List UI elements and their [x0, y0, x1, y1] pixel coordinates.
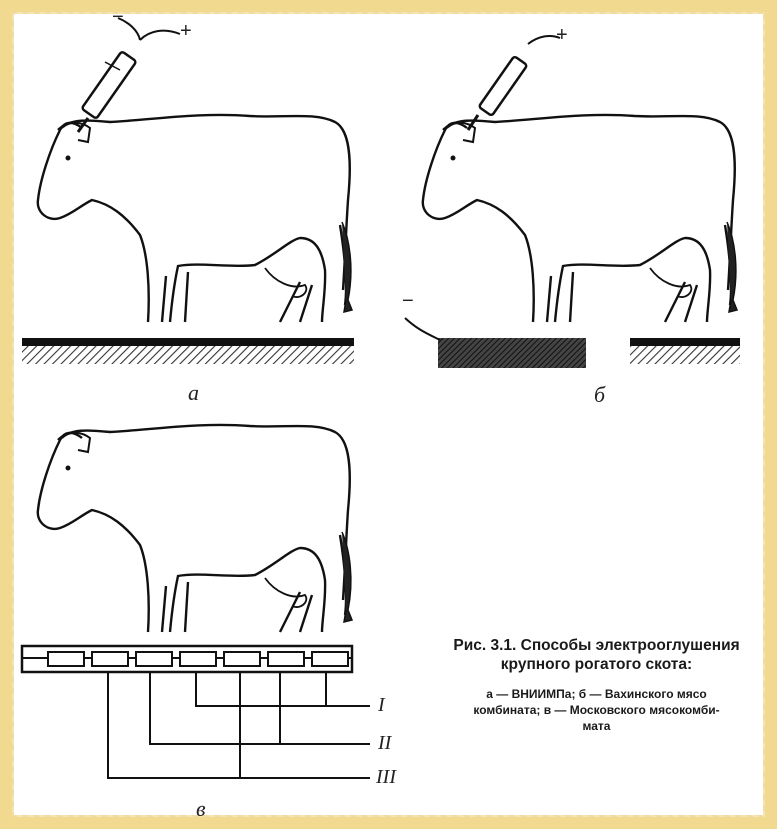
- panel-a-plus-sign: +: [180, 20, 192, 43]
- panel-a-cow: [38, 115, 352, 322]
- caption-legend-line1: а — ВНИИМПа; б — Вахинского мясо: [424, 686, 769, 702]
- panel-a-electrode: [78, 18, 180, 132]
- panel-c-cow: [38, 425, 352, 632]
- caption-legend-line3: мата: [424, 718, 769, 734]
- panel-b-floor-plate: [630, 338, 740, 346]
- panel-b-cow: [423, 115, 737, 322]
- panel-a-minus-sign: −: [112, 6, 124, 29]
- caption-legend-line2: комбината; в — Московского мясокомби-: [424, 702, 769, 718]
- panel-b-electrode-plate: [438, 338, 586, 368]
- panel-c-grid-floor: [22, 646, 352, 672]
- circuit-label-3: III: [376, 766, 396, 789]
- caption-title-line2: крупного рогатого скота:: [424, 655, 769, 674]
- panel-c-circuit-wires: [108, 672, 370, 778]
- panel-b-electrode: [468, 36, 560, 130]
- panel-b-plus-sign: +: [556, 24, 568, 47]
- figure-caption: Рис. 3.1. Способы электрооглушения крупн…: [424, 636, 769, 734]
- circuit-label-1: I: [378, 694, 385, 717]
- panel-b-floor-hatch: [630, 346, 740, 364]
- panel-b-plate-wire: [405, 318, 440, 340]
- panel-a-floor-plate: [22, 338, 354, 346]
- panel-a-floor-hatch: [22, 346, 354, 364]
- caption-title-line1: Рис. 3.1. Способы электрооглушения: [424, 636, 769, 655]
- circuit-label-2: II: [378, 732, 391, 755]
- panel-b-label: б: [594, 382, 605, 408]
- panel-b-minus-sign: −: [402, 290, 414, 313]
- panel-a-label: а: [188, 380, 199, 406]
- panel-c-label: в: [196, 796, 206, 822]
- caption-legend: а — ВНИИМПа; б — Вахинского мясо комбина…: [424, 686, 769, 734]
